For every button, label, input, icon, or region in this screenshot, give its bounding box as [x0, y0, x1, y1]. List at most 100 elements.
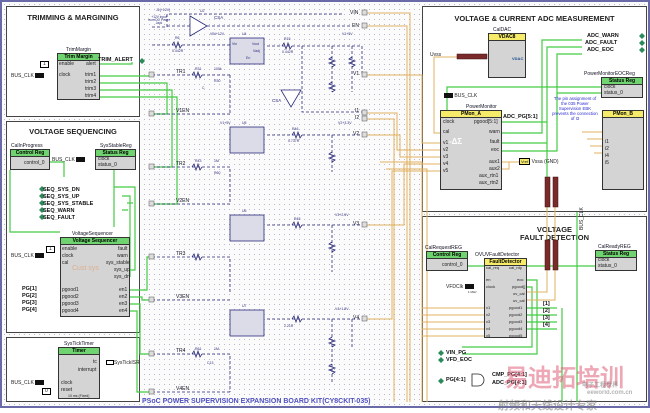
pin-v2: v2 [443, 147, 449, 153]
pin-i5: i5 [605, 160, 609, 166]
label-u2: U2 [200, 9, 205, 13]
port-v2en: V2EN [176, 198, 190, 204]
calrequest-register[interactable]: Control Reg [426, 251, 468, 271]
pin-interrupt: interrupt [78, 367, 97, 373]
block-type: Status Reg [96, 150, 135, 157]
fault-detector-block[interactable]: FaultDetector [484, 258, 527, 338]
label-c13: C13 [207, 361, 214, 365]
pin-pgood3: pgood3 [509, 319, 523, 324]
label-r46: R46 [292, 127, 299, 131]
index-2: [2] [543, 308, 550, 314]
port-v4: V4 [353, 315, 360, 321]
label-power-input: +12V input from DC Power Jack [148, 15, 170, 26]
pin-reset: reset [61, 387, 73, 393]
port-v1: V1 [353, 71, 360, 77]
pg3-label: PG[3] [22, 300, 37, 306]
calready-register[interactable]: Status Reg [595, 250, 637, 271]
clock-icon [464, 284, 474, 289]
csa-amp-u2 [189, 15, 208, 37]
block-type: Status Reg [602, 78, 642, 85]
label-v2-33v: V2+3.3V [338, 121, 352, 125]
pin-aux1: aux1 [489, 159, 500, 165]
pin-assignment-note: The pin assignment of the 035 Power Supe… [552, 96, 598, 121]
csa-amp [280, 89, 302, 108]
port-v2: V2 [353, 131, 360, 137]
calrequest-name: CalRequestREG [425, 245, 462, 251]
label-r15: R15 [284, 37, 291, 41]
analog-pins [456, 53, 559, 271]
customizer-watermark: Cust sys [72, 265, 99, 272]
pin-aux-rtn1: aux_rtn1 [479, 173, 499, 179]
trim-margin-block[interactable]: Trim Margin [57, 53, 100, 100]
block-type: PMon_B [603, 111, 643, 118]
sysstable-register[interactable]: Status Reg [95, 149, 136, 170]
systick-isr[interactable]: SysTickISR [106, 360, 140, 366]
pin-enable: enable [59, 61, 75, 67]
signal-seq-sys-dn: SEQ_SYS_DN [43, 187, 80, 193]
pin-pgood4: pgood4 [509, 326, 523, 331]
bus-clk-label: BUS_CLK [11, 73, 45, 79]
pin-v4: v4 [486, 326, 491, 331]
signal-seq-fault: SEQ_FAULT [43, 215, 75, 221]
pin-clock: clock [604, 84, 616, 90]
signal-adc-eoc: ADC_EOC [587, 47, 614, 53]
board-title: PSoC POWER SUPERVISION EXPANSION BOARD K… [142, 398, 371, 405]
clock-icon [444, 93, 453, 98]
pin-clock: clock [443, 119, 455, 125]
caldac-block[interactable]: VDAC8 [488, 33, 526, 78]
pin-fault: fault [490, 139, 500, 145]
pin-en1: en1 [119, 287, 128, 293]
clock-icon [76, 157, 86, 162]
voltage-sequencer-block[interactable]: Voltage Sequencer [60, 237, 130, 317]
label-vin: VIN+12V [210, 32, 225, 36]
block-type: PMon_A [441, 111, 501, 118]
signal-adc-warn: ADC_WARN [587, 33, 619, 39]
signal-adc-pg-4: ADC_PG[4:1] [492, 380, 527, 386]
signal-cmp-pg: CMP_PG[4:1] [492, 372, 527, 378]
timer-name: SysTickTimer [64, 341, 94, 347]
power-monitor-b-block[interactable]: PMon_B [602, 110, 644, 190]
pin-pgood5: pgood5 [509, 333, 523, 338]
trim-instance-name: TrimMargin [66, 47, 92, 53]
label-u5: U5 [242, 121, 247, 125]
eoc-status-register[interactable]: Status Reg [601, 77, 643, 98]
pin-pgood1: pgood1 [509, 305, 523, 310]
resistors [171, 40, 357, 375]
power-monitor-block[interactable]: PMon_A [440, 110, 502, 190]
bus-clk-label: BUS_CLK [11, 253, 45, 259]
pin-v5: v5 [443, 168, 449, 174]
pin-aux2: aux2 [489, 166, 500, 172]
port-v1en: V1EN [176, 108, 190, 114]
pin-sys-stable: sys_stable [106, 260, 130, 266]
pin-i1: i1 [605, 139, 609, 145]
pin-pgood1: pgood1 [62, 287, 79, 293]
block-type: FaultDetector [485, 259, 526, 266]
signal-seq-sys-up: SEQ_SYS_UP [43, 194, 80, 200]
const-1: 1 [40, 61, 49, 68]
block-type: Voltage Sequencer [61, 238, 129, 245]
pin-uv-cal: uv_cal [513, 298, 525, 303]
pin-eoc: eoc [517, 277, 524, 282]
uvss-label: Uvss [430, 52, 442, 58]
pin-ov-cal: ov_cal [513, 291, 525, 296]
port-v3en: V3EN [176, 294, 190, 300]
label-j1: J1(+12V) [156, 8, 171, 12]
pin-cal: cal [62, 260, 69, 266]
block-type: Control Reg [11, 150, 49, 157]
pin-clock: clock [62, 253, 74, 259]
clock-icon [35, 380, 45, 385]
calinprogress-register[interactable]: Control Reg [10, 149, 50, 170]
pin-trim2: trim2 [85, 79, 97, 85]
bus-clk-label: BUS_CLK [52, 157, 86, 163]
pin-pgood2: pgood2 [509, 312, 523, 317]
pin-pgood4: pgood4 [62, 308, 79, 314]
section-title: VOLTAGE SEQUENCING [29, 127, 117, 136]
pmon-a-name: PowerMonitor [466, 104, 497, 110]
systick-timer-block[interactable]: Timer [58, 347, 100, 399]
label-csa-2: CSA [272, 98, 282, 103]
label-r61: R61 [195, 347, 202, 351]
label-r30: R30 [214, 79, 221, 83]
pin-v4: v4 [443, 161, 449, 167]
vfdclk-frequency: 1 MHz [468, 290, 477, 294]
pin-trim1: trim1 [85, 72, 97, 78]
